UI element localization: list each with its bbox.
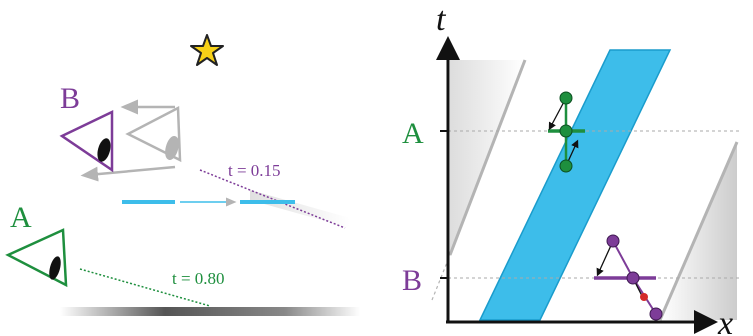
time-a-label: t = 0.80 [172, 269, 225, 288]
floor-bar [60, 307, 360, 316]
tick-a-label: A [402, 117, 424, 150]
event-cluster-b [594, 235, 662, 320]
spacetime-diagram: t x A B [402, 1, 740, 336]
t-axis-label: t [436, 1, 447, 38]
x-axis-label: x [717, 305, 733, 336]
observer-b-eye [62, 112, 113, 170]
observer-a-label: A [10, 201, 32, 234]
star-icon [191, 35, 223, 65]
left-scene: B t = 0.15 A t = 0.80 [8, 35, 360, 316]
tick-b-label: B [402, 264, 422, 297]
observer-a-eye [8, 230, 66, 285]
observer-b-label: B [60, 82, 80, 115]
time-b-label: t = 0.15 [228, 161, 281, 180]
